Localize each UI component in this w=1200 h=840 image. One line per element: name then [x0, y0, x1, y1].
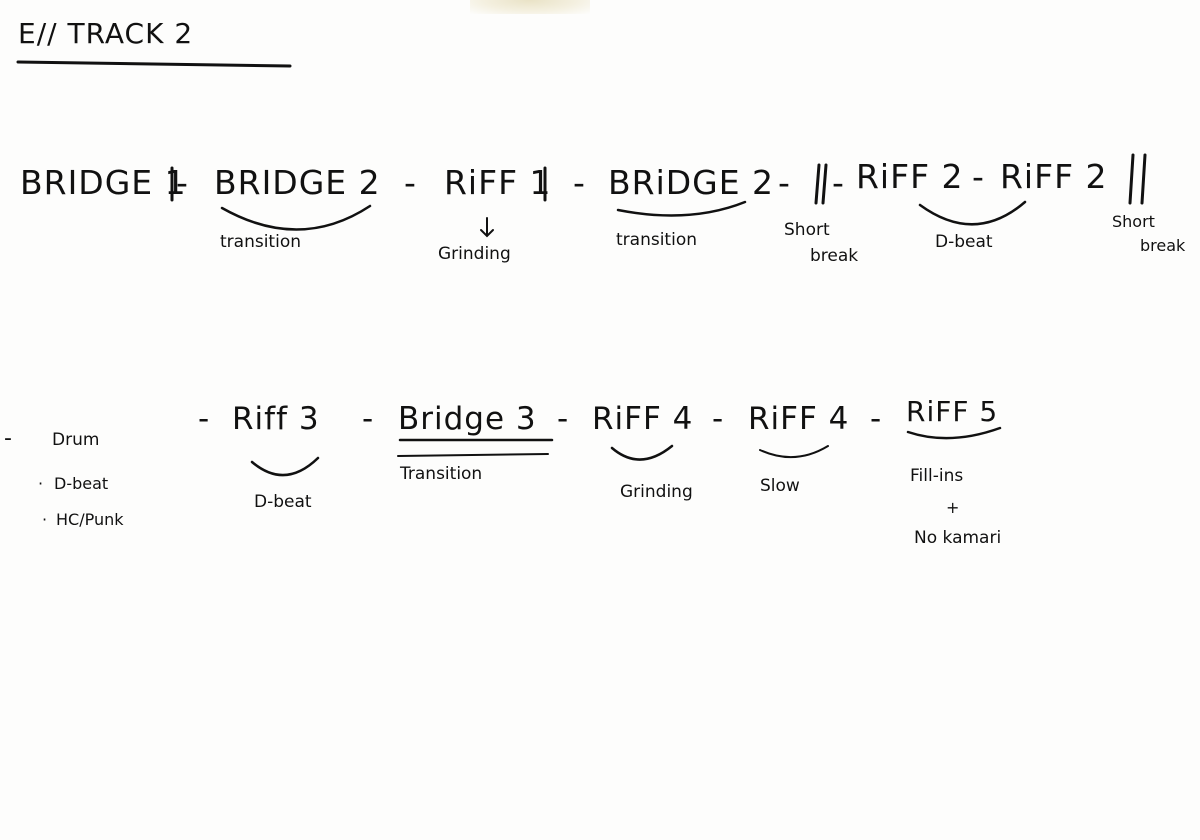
riff4-arc: [610, 444, 674, 461]
double-bar-2a: [1128, 153, 1135, 205]
drum-bullet: ·: [38, 474, 44, 493]
drum-label: Drum: [52, 430, 100, 450]
drum-item-hc-punk: HC/Punk: [56, 510, 124, 529]
note-short: Short: [784, 220, 830, 240]
segment-riff-4b: RiFF 4: [748, 401, 850, 437]
track-title: E// TRACK 2: [18, 17, 194, 50]
note-transition: transition: [220, 232, 301, 252]
note-short-2: Short: [1112, 212, 1155, 231]
title-underline: [16, 60, 292, 68]
drum-item-d-beat: D-beat: [54, 474, 109, 493]
note-d-beat-2: D-beat: [254, 492, 312, 512]
drum-bullet: ·: [42, 510, 48, 529]
riff2-arc: [918, 200, 1027, 226]
note-grinding-2: Grinding: [620, 482, 693, 502]
segment-riff-2b: RiFF 2: [1000, 157, 1108, 196]
segment-bridge-2b: BRiDGE 2: [608, 163, 775, 202]
separator: -: [573, 163, 586, 202]
segment-bridge-1: BRIDGE 1: [20, 163, 187, 202]
note-break-2: break: [1140, 236, 1186, 255]
separator: -: [362, 401, 375, 437]
transition-underline: [397, 453, 549, 457]
segment-riff-4: RiFF 4: [592, 401, 694, 437]
segment-riff-2: RiFF 2: [856, 157, 964, 196]
double-bar-1b: [821, 163, 828, 205]
note-grinding: Grinding: [438, 244, 511, 264]
paper-stain: [470, 0, 590, 14]
separator: -: [870, 401, 883, 437]
note-transition-3: Transition: [400, 464, 483, 484]
segment-bridge-2: BRIDGE 2: [214, 163, 381, 202]
note-no-kamari: No kamari: [914, 528, 1002, 548]
separator: -: [832, 163, 845, 202]
bridge2-arc: [220, 204, 372, 231]
separator: -: [712, 401, 725, 437]
note-plus: +: [946, 498, 960, 517]
riff1-down-arrow: [480, 217, 494, 238]
riff5-arc: [906, 426, 1002, 440]
segment-riff-5: RiFF 5: [906, 395, 999, 428]
segment-riff-3: Riff 3: [232, 401, 320, 437]
note-fill-ins: Fill-ins: [910, 466, 964, 486]
double-bar-2b: [1140, 153, 1147, 205]
separator: -: [176, 163, 189, 202]
separator: -: [404, 163, 417, 202]
segment-riff-1: RiFF 1: [444, 163, 552, 202]
note-slow: Slow: [760, 476, 800, 496]
note-break: break: [810, 246, 859, 266]
riff4b-arc: [759, 445, 829, 459]
segment-bridge-3: Bridge 3: [398, 401, 537, 437]
separator: -: [778, 163, 791, 202]
riff3-arc: [250, 456, 320, 477]
note-transition-2: transition: [616, 230, 697, 250]
double-bar-1a: [814, 163, 821, 205]
separator: -: [198, 401, 211, 437]
separator: -: [557, 401, 570, 437]
separator: -: [972, 157, 985, 196]
note-d-beat: D-beat: [935, 232, 993, 252]
drum-dash: -: [4, 426, 12, 451]
bridge2b-arc: [616, 200, 747, 217]
